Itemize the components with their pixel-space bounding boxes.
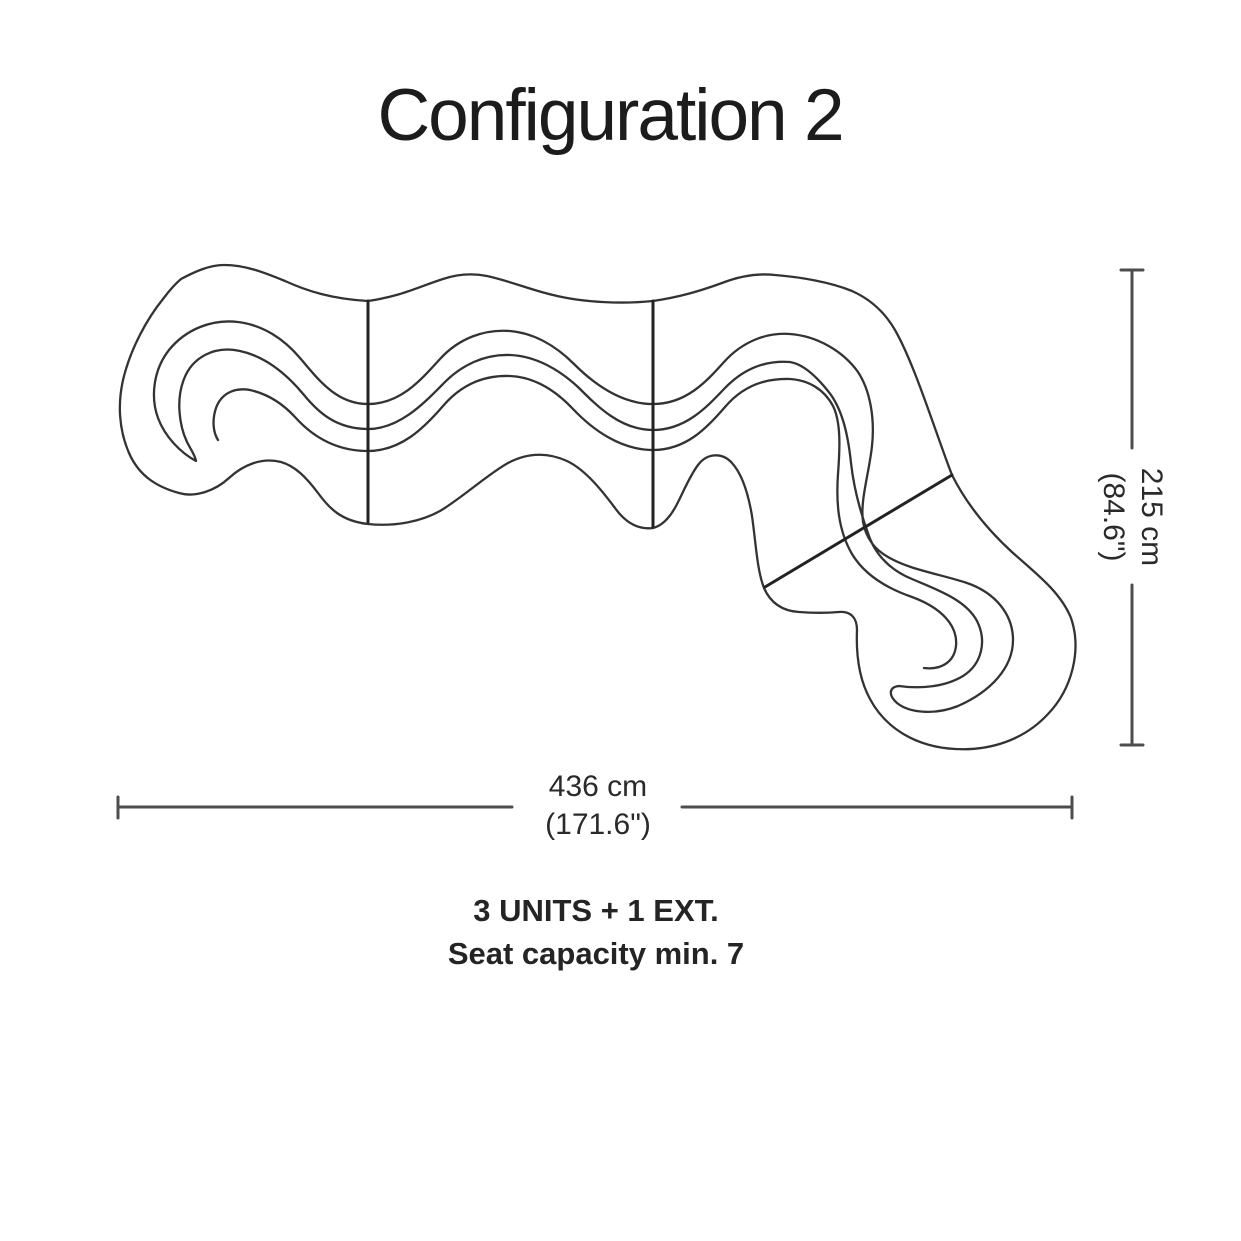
width-dimension-label: 436 cm (171.6") <box>515 768 681 844</box>
page-title: Configuration 2 <box>377 75 844 156</box>
height-metric-value: 215 cm <box>1135 467 1168 567</box>
configuration-caption: 3 UNITS + 1 EXT. Seat capacity min. 7 <box>0 889 1192 975</box>
height-dimension-line <box>1119 268 1145 747</box>
sofa-outline <box>118 263 1077 751</box>
width-metric-value: 436 cm <box>548 770 648 803</box>
extension-divider <box>763 473 954 589</box>
width-imperial-value: (171.6") <box>545 808 651 841</box>
height-imperial-value: (84.6") <box>1097 472 1130 562</box>
backrest-band <box>152 320 1015 713</box>
seat-capacity-label: Seat capacity min. 7 <box>447 936 745 971</box>
seat-contour-line <box>212 374 958 670</box>
width-dimension-line <box>116 795 1074 820</box>
height-dimension-label: 215 cm (84.6") <box>1090 437 1170 597</box>
units-label: 3 UNITS + 1 EXT. <box>473 893 719 928</box>
